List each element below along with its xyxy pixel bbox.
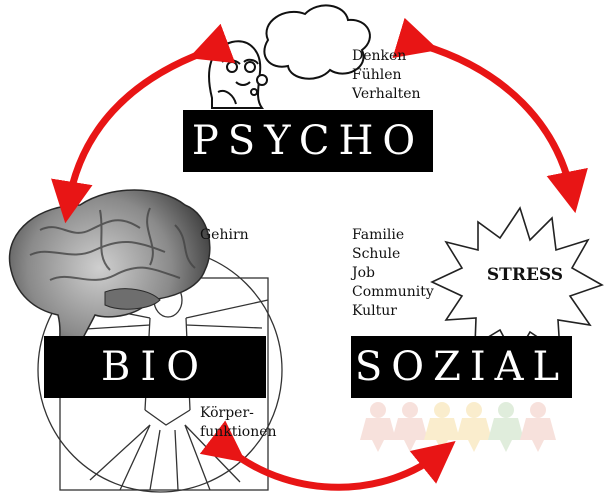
sozial-item: Schule [352, 246, 401, 262]
thinking-person-icon [208, 40, 264, 109]
arrow-psycho-sozial [392, 17, 588, 214]
sozial-item: Familie [352, 227, 405, 243]
bio-label-text: Körper- [200, 405, 254, 421]
paper-people-icon [360, 402, 556, 452]
bio-label-text: funktionen [200, 424, 277, 440]
sozial-item: Job [352, 265, 376, 281]
bio-label-text: Gehirn [200, 227, 249, 243]
psycho-title: PSYCHO [183, 110, 433, 172]
sozial-title: SOZIAL [351, 336, 572, 398]
psycho-item: Verhalten [352, 86, 421, 102]
psycho-item: Denken [352, 48, 407, 64]
sozial-item: Community [352, 284, 434, 300]
bio-label-gehirn: Gehirn [200, 226, 249, 245]
psycho-list: Denken Fühlen Verhalten [352, 47, 421, 104]
arrow-bio-sozial [199, 420, 456, 491]
stress-label: STRESS [486, 265, 564, 285]
bio-label-koerper: Körper- funktionen [200, 404, 277, 442]
psycho-item: Fühlen [352, 67, 402, 83]
sozial-item: Kultur [352, 303, 397, 319]
bio-title: BIO [44, 336, 266, 398]
arrow-psycho-bio [51, 23, 236, 224]
sozial-list: Familie Schule Job Community Kultur [352, 226, 434, 321]
cycle-arrows [51, 17, 588, 491]
thought-bubble-icon [250, 4, 371, 96]
